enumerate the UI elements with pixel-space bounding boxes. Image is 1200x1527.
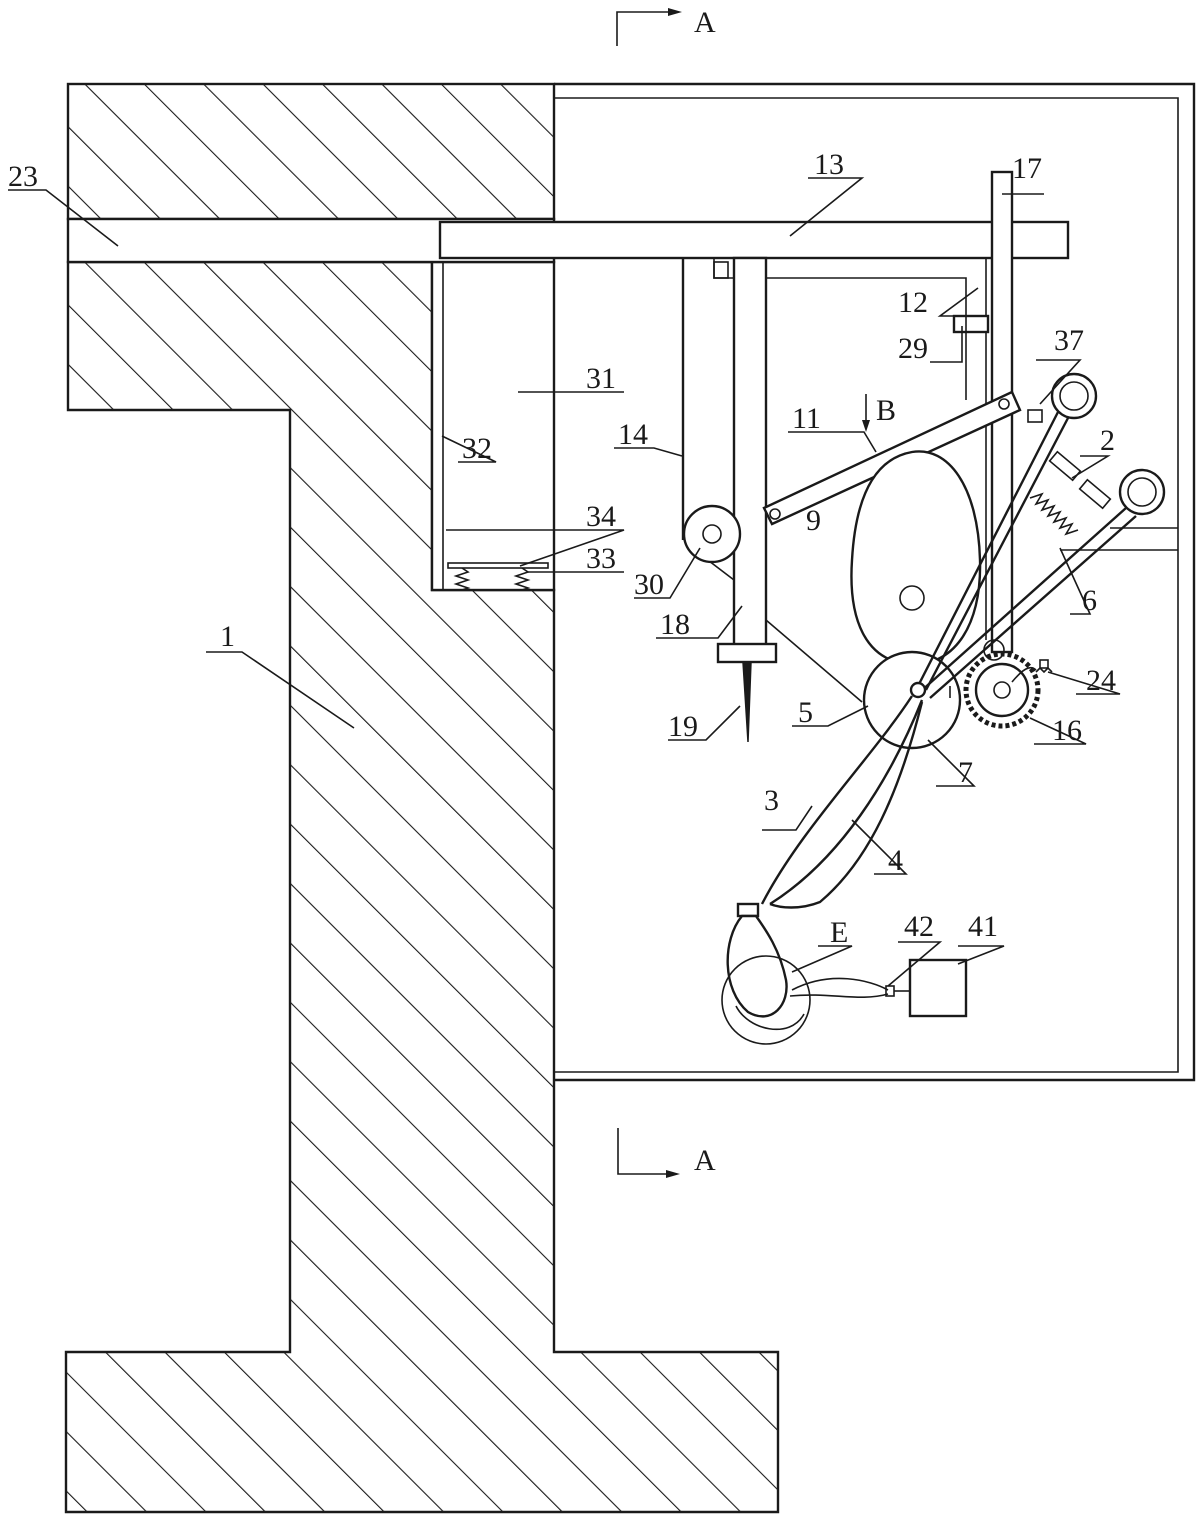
label-37: 37 (1054, 324, 1084, 357)
pulley-30 (682, 504, 742, 564)
label-2: 2 (1100, 424, 1115, 457)
wheel-7 (862, 650, 962, 750)
label-19: 19 (668, 710, 698, 743)
slide-bar-13 (438, 220, 1070, 260)
section-mark-bottom: A (617, 1128, 716, 1178)
label-18: 18 (660, 608, 690, 641)
spring-plate-34 (447, 562, 549, 569)
label-42: 42 (904, 910, 934, 943)
sensor-37 (1027, 409, 1043, 423)
label-41: 41 (968, 910, 998, 943)
label-9: 9 (806, 504, 821, 537)
label-14: 14 (618, 418, 648, 451)
slider-29 (952, 314, 990, 334)
label-30: 30 (634, 568, 664, 601)
needle-clamp (716, 642, 778, 664)
bulb (726, 914, 788, 1018)
gear-16 (963, 639, 1041, 729)
label-17: 17 (1012, 152, 1042, 185)
frame-body (64, 82, 780, 1514)
label-E: E (830, 916, 848, 949)
spring-33a (453, 567, 471, 591)
frame-column (64, 260, 780, 1514)
pivot (909, 681, 927, 699)
label-24: 24 (1086, 664, 1116, 697)
label-4: 4 (888, 844, 903, 877)
scissor-arms (760, 372, 1166, 909)
handle-ring-3 (1050, 372, 1098, 420)
cam-9 (850, 450, 982, 666)
spring-6 (1029, 492, 1079, 536)
label-6: 6 (1082, 584, 1097, 617)
section-label-top: A (694, 6, 716, 39)
label-31: 31 (586, 362, 616, 395)
section-label-bottom: A (694, 1144, 716, 1177)
frame-top-block (66, 82, 556, 221)
needle-assembly (681, 256, 863, 743)
view-arrow-b: B (862, 394, 896, 432)
label-13: 13 (814, 148, 844, 181)
view-label-b: B (876, 394, 896, 427)
label-5: 5 (798, 696, 813, 729)
needle-bar-18 (732, 256, 768, 648)
label-3: 3 (764, 784, 779, 817)
needle-19 (742, 661, 752, 743)
label-12: 12 (898, 286, 928, 319)
leader-lines (8, 177, 1121, 987)
label-16: 16 (1052, 714, 1082, 747)
label-29: 29 (898, 332, 928, 365)
housing (553, 82, 1196, 1082)
reference-labels: 23 13 17 12 29 31 32 34 33 1 14 30 18 19… (8, 148, 1116, 949)
label-32: 32 (462, 432, 492, 465)
detail-circle-E (721, 955, 811, 1045)
lever-11 (762, 390, 1022, 526)
section-mark-top: A (616, 6, 716, 46)
chamber-cavity (430, 260, 556, 592)
label-34: 34 (586, 500, 616, 533)
label-1: 1 (220, 620, 235, 653)
box-41 (908, 958, 968, 1018)
handle-ring-4 (1118, 468, 1166, 516)
bulb-assembly (721, 902, 968, 1045)
label-23: 23 (8, 160, 38, 193)
label-11: 11 (792, 402, 821, 435)
label-33: 33 (586, 542, 616, 575)
label-7: 7 (958, 756, 973, 789)
